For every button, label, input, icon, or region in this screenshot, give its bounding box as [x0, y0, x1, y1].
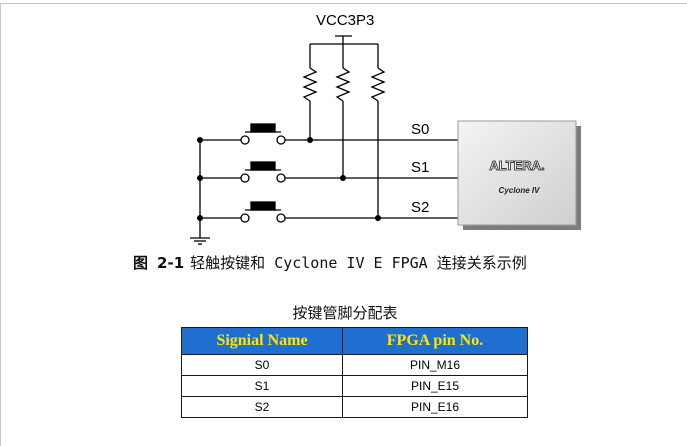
button-fpga-schematic: VCC3P3 [190, 12, 581, 245]
column-header-fpga-pin: FPGA pin No. [342, 327, 528, 355]
junction-dots [197, 137, 381, 221]
table-title: 按键管脚分配表 [292, 304, 398, 322]
pin-assignment-table: Signial Name FPGA pin No. S0 PIN_M16 S1 … [181, 327, 528, 418]
ground-rail [190, 140, 210, 245]
figure-word: 图 [133, 254, 149, 272]
table-row: S0 PIN_M16 [181, 354, 528, 376]
push-button-s2 [240, 201, 286, 223]
pin-cell: PIN_E15 [342, 375, 528, 397]
table-header-row: Signial Name FPGA pin No. [181, 327, 528, 355]
push-button-s0 [240, 123, 286, 145]
vcc-label: VCC3P3 [316, 12, 374, 29]
signal-label-s2: S2 [411, 199, 429, 216]
pin-cell: PIN_M16 [342, 354, 528, 376]
signal-cell: S1 [181, 375, 343, 397]
figure-caption: 图 2-1 轻触按键和 Cyclone IV E FPGA 连接关系示例 [133, 252, 527, 273]
page-top-border [0, 3, 687, 4]
signal-label-s1: S1 [411, 159, 429, 176]
resistor-leads [309, 101, 379, 218]
signal-cell: S0 [181, 354, 343, 376]
chip-logo: ALTERA. [489, 158, 544, 173]
pullup-resistor-r1 [335, 67, 351, 102]
figure-number: 2-1 [157, 254, 185, 272]
pin-cell: PIN_E16 [342, 396, 528, 418]
chip-family-label: Cyclone IV [499, 186, 541, 195]
table-row: S1 PIN_E15 [181, 375, 528, 397]
signal-label-s0: S0 [411, 121, 429, 138]
figure-caption-text: 轻触按键和 Cyclone IV E FPGA 连接关系示例 [190, 254, 527, 272]
fpga-chip: ALTERA. Cyclone IV [457, 120, 581, 230]
pullup-resistor-r0 [302, 67, 318, 102]
signal-wires [200, 139, 458, 219]
power-rail [309, 35, 379, 68]
page-left-border [0, 3, 1, 446]
table-row: S2 PIN_E16 [181, 396, 528, 418]
pullup-resistor-r2 [370, 67, 386, 102]
column-header-signal-name: Signial Name [181, 327, 343, 355]
signal-cell: S2 [181, 396, 343, 418]
push-button-s1 [240, 161, 286, 183]
